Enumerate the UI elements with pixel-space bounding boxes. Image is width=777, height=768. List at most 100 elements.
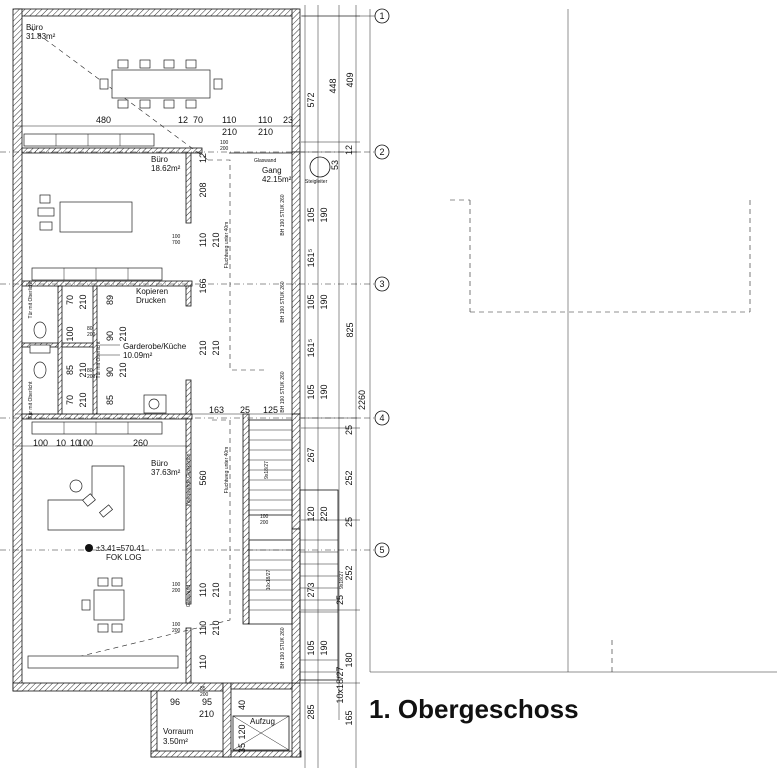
wc-fixtures (29, 321, 167, 414)
sheet-frame (369, 9, 777, 673)
door-label: Tür mit Oberlicht (28, 281, 34, 319)
dim-text: 70 (65, 295, 75, 305)
dim-text: 260 (133, 438, 148, 448)
room-name: Büro (26, 23, 43, 32)
door-size: 200 (87, 332, 96, 338)
dim-text: 105 (306, 384, 316, 399)
room-sub: Drucken (136, 296, 166, 305)
dim-text: 560 (198, 470, 208, 485)
door-size: 100 (172, 234, 181, 240)
axis-label: 2 (379, 147, 384, 157)
room-area: 10.09m² (123, 351, 153, 360)
meeting-table (81, 577, 125, 633)
opening-label: BH 190 STUK 260 (280, 281, 286, 322)
door-size: 200 (260, 520, 269, 526)
stair-label: 10x18/27 (266, 569, 272, 590)
dim-text: 252 (344, 565, 354, 580)
room-area: 3.50m² (163, 737, 188, 746)
opening-label: BH 190 STUK 260 (280, 627, 286, 668)
dim-text: 120 (306, 506, 316, 521)
dim-text: 572 (306, 92, 316, 107)
dim-text: 25 (240, 405, 250, 415)
dim-text: 110 (198, 621, 208, 635)
dim-text: 210 (222, 127, 237, 137)
dim-text: 161⁵ (306, 338, 316, 357)
dim-text: 105 (306, 640, 316, 655)
door-size: 80 (87, 326, 93, 332)
stair-label: 9x18/27 (264, 461, 270, 479)
level-ref: FOK LOG (106, 553, 142, 562)
dim-text: 210 (211, 620, 221, 635)
room-area: 42.15m² (262, 175, 292, 184)
gang-dimensions: 53 105 190 161⁵ 105 190 161⁵ 105 190 267… (306, 160, 340, 656)
dim-text: 210 (198, 340, 208, 355)
door-size: 100 (172, 622, 181, 628)
dim-text: 210 (78, 294, 88, 309)
door-size: 200 (200, 692, 209, 698)
dim-text: 96 (170, 697, 180, 707)
dim-text: 110 (222, 115, 236, 125)
outer-walls (12, 8, 302, 758)
ladder-label: Steigleiter (305, 179, 328, 185)
door-size: 200 (87, 374, 96, 380)
dim-text: 190 (319, 640, 329, 655)
dim-text: 163 (209, 405, 224, 415)
dim-text: 110 (198, 233, 208, 247)
room-name: Garderobe/Küche (123, 342, 187, 351)
wall-label: Glaswand (254, 158, 276, 164)
vertical-dimensions: 208 12 110 210 166 210 210 560 110 210 1… (65, 153, 247, 753)
dim-text: 448 (328, 78, 338, 93)
dim-text: 12 (344, 145, 354, 155)
room-name: Büro (151, 459, 168, 468)
dim-text: 53 (330, 160, 340, 170)
door-size: 100 (220, 140, 229, 146)
dimension-chains: 572 448 409 12 825 2260 25 252 25 252 18… (301, 5, 367, 768)
dim-text: 100 (65, 326, 75, 341)
level-value: ±3.41=570.41 (96, 544, 146, 553)
dim-text: 161⁵ (306, 248, 316, 267)
dim-text: 210 (258, 127, 273, 137)
interior-walls (21, 147, 292, 684)
room-area: 37.63m² (151, 468, 181, 477)
axis-label: 1 (379, 11, 384, 21)
cabinets-low (27, 421, 179, 669)
dim-text: 190 (319, 384, 329, 399)
door-size: 85 (200, 686, 206, 692)
room-area: 18.62m² (151, 164, 181, 173)
dim-text: 110 (198, 655, 208, 669)
level-marker: ±3.41=570.41 FOK LOG (85, 544, 146, 562)
door-size: 100 (260, 514, 269, 520)
dim-text: 110 (258, 115, 272, 125)
dim-text: 165 (344, 710, 354, 725)
dim-text: 105 (306, 207, 316, 222)
opening-label: BH 190 STUK 260 (280, 194, 286, 235)
dim-text: 210 (211, 232, 221, 247)
dim-text: 210 (78, 392, 88, 407)
dim-text: 208 (198, 182, 208, 197)
dim-text: 190 (319, 207, 329, 222)
dim-text: 180 (344, 652, 354, 667)
dim-text: 210 (211, 340, 221, 355)
dim-text: 70 (193, 115, 203, 125)
wall-label: Innenwände Gipskarton (186, 453, 192, 506)
dim-text: 25 (344, 425, 354, 435)
room-name: Vorraum (163, 727, 194, 736)
dim-text: 210 (199, 709, 214, 719)
elevator: Aufzug (232, 715, 290, 751)
conference-table (99, 59, 223, 109)
staircase: 9x18/27 10x18/27 9x18/27 (248, 419, 345, 681)
dim-text: 35 (237, 743, 247, 753)
dim-text: 110 (198, 583, 208, 597)
dim-text: 105 (306, 294, 316, 309)
dim-text: 190 (319, 294, 329, 309)
dim-text: 210 (118, 362, 128, 377)
office-desk (37, 194, 133, 233)
dim-text: 25 (335, 595, 345, 605)
door-size: 200 (220, 146, 229, 152)
dim-text: 273 (306, 582, 316, 597)
dim-text: 10x18/27 (335, 666, 345, 703)
dim-text: 10 (70, 438, 80, 448)
stair-label: 9x18/27 (339, 571, 345, 589)
escape-route-label: Fluchtweg unter 40m (224, 222, 230, 269)
